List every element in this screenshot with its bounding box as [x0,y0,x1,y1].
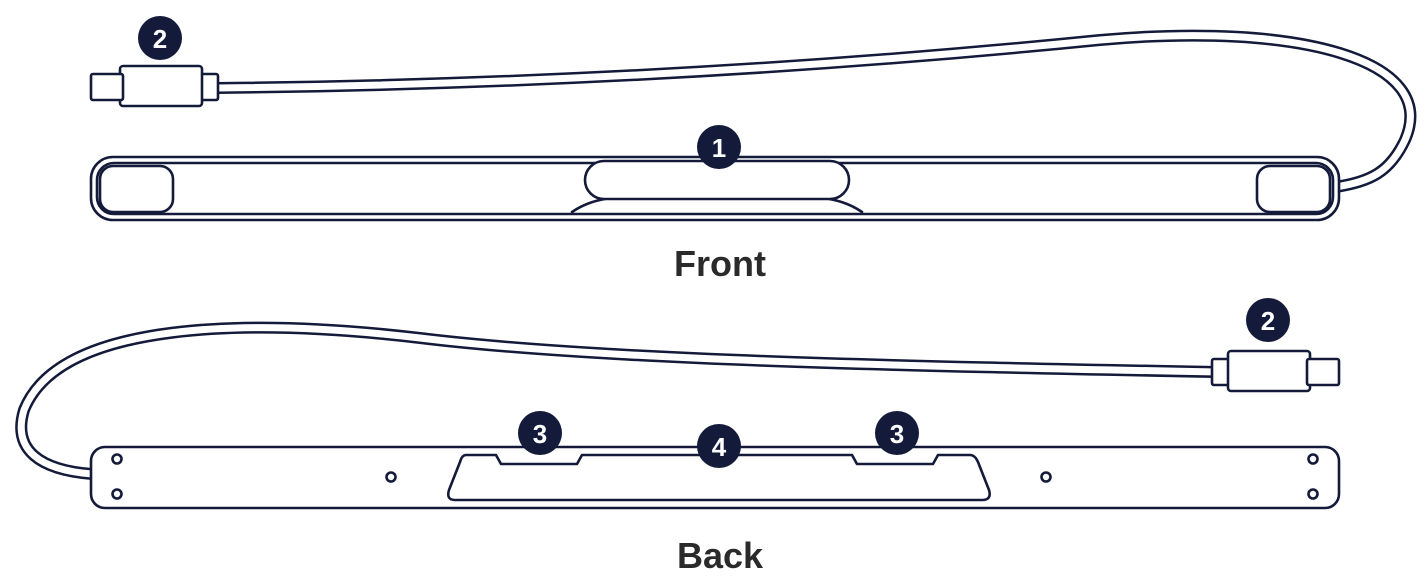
screw-hole [111,488,123,500]
screw-hole [111,453,123,465]
callout-2-front-text: 2 [153,24,167,54]
back-cable [15,321,1224,480]
front-label: Front [674,243,766,284]
callout-1-text: 1 [712,133,726,163]
back-bar [89,445,1341,510]
screw-hole [1307,453,1319,465]
front-view: 1 2 Front [89,16,1417,284]
back-usb-connector [1210,349,1341,393]
front-bar [89,155,1341,222]
callout-1-front-bar: 1 [697,125,741,169]
callout-4-text: 4 [712,432,727,462]
callout-2-back-connector: 2 [1246,298,1290,342]
callout-2-back-text: 2 [1261,306,1275,336]
callout-3-left-text: 3 [533,419,547,449]
callout-3-left-tab: 3 [518,411,562,455]
back-label: Back [677,535,764,576]
front-usb-connector [89,64,220,108]
screw-hole [385,471,397,483]
callout-3-right-text: 3 [890,419,904,449]
callout-2-front-connector: 2 [138,16,182,60]
screw-hole [1040,471,1052,483]
front-cable [210,29,1417,193]
callout-3-right-tab: 3 [875,411,919,455]
screw-hole [1307,488,1319,500]
mounting-plate [446,453,991,502]
back-view: 2 3 4 3 Back [15,298,1341,576]
callout-4-plate: 4 [697,424,741,468]
